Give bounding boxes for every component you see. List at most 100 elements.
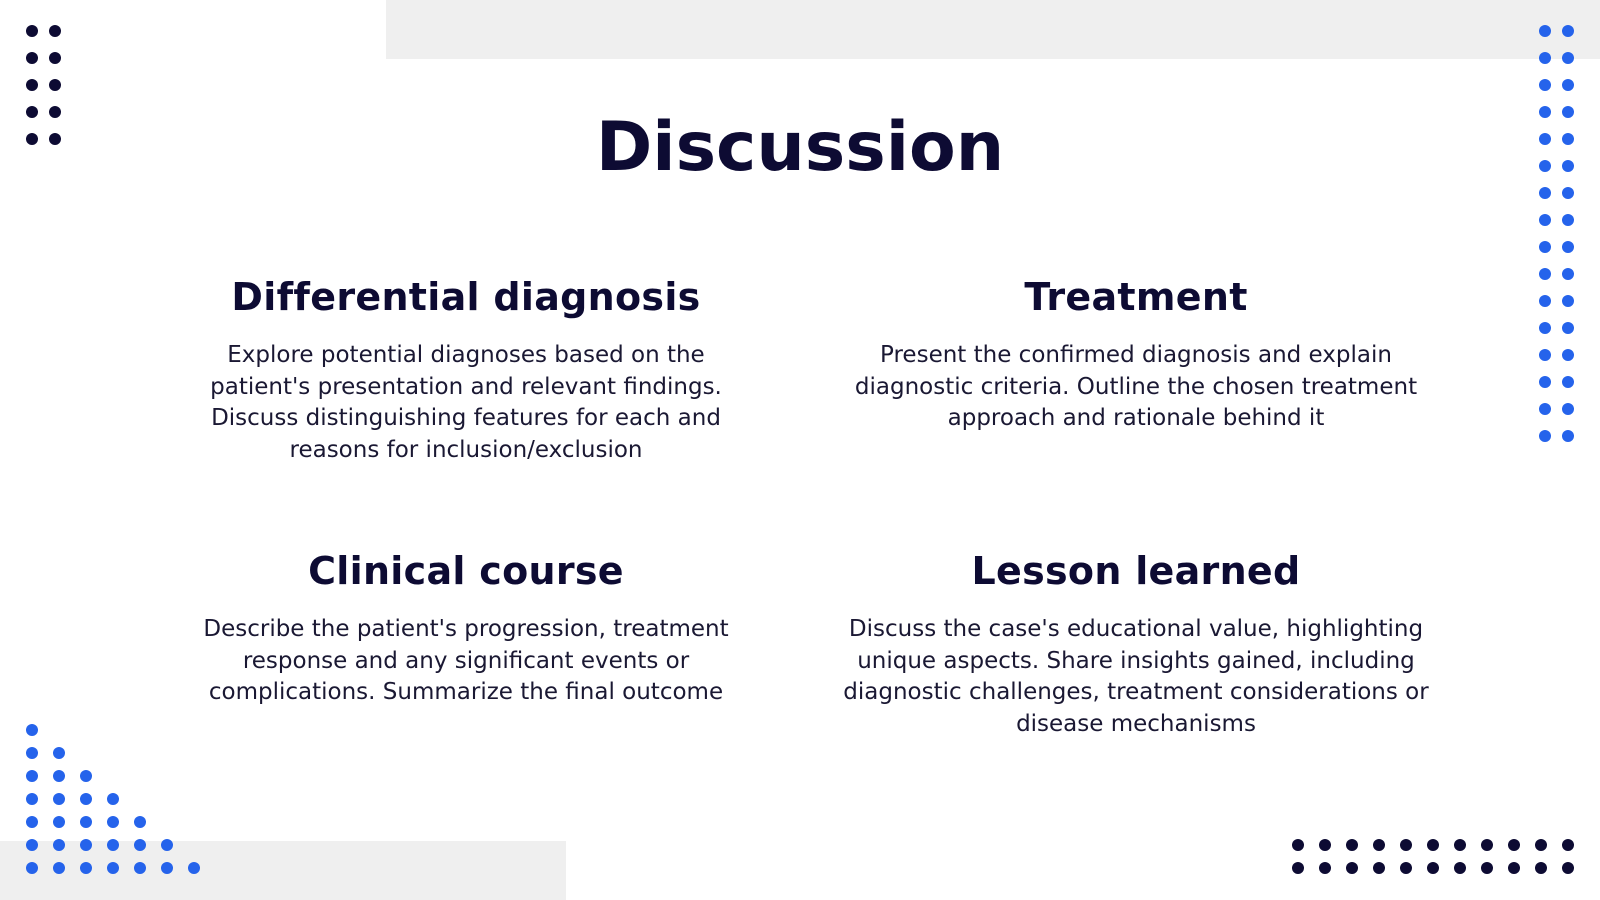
- decorative-dot: [1539, 430, 1551, 442]
- slide-title: Discussion: [595, 108, 1005, 187]
- section-heading: Clinical course: [308, 549, 624, 593]
- section-treatment: Treatment Present the confirmed diagnosi…: [816, 272, 1456, 435]
- decorative-dot: [1319, 862, 1331, 874]
- decorative-dot: [1539, 25, 1551, 37]
- bottom-gray-band: [0, 841, 566, 900]
- decorative-dot: [161, 862, 173, 874]
- section-body: Explore potential diagnoses based on the…: [210, 342, 722, 463]
- decorative-dot: [1562, 214, 1574, 226]
- decorative-dot: [49, 52, 61, 64]
- decorative-dot: [1346, 862, 1358, 874]
- decorative-dot: [49, 106, 61, 118]
- decorative-dot: [1539, 241, 1551, 253]
- decorative-dot: [26, 793, 38, 805]
- decorative-dot: [26, 133, 38, 145]
- section-lesson-learned: Lesson learned Discuss the case's educat…: [816, 546, 1456, 740]
- decorative-dot: [188, 862, 200, 874]
- decorative-dot: [53, 793, 65, 805]
- decorative-dot: [26, 52, 38, 64]
- decorative-dot: [1539, 160, 1551, 172]
- decorative-dot: [26, 770, 38, 782]
- decorative-dot: [1562, 187, 1574, 199]
- decorative-dot: [1539, 376, 1551, 388]
- decorative-dot: [134, 839, 146, 851]
- decorative-dot: [1373, 862, 1385, 874]
- section-body: Present the confirmed diagnosis and expl…: [854, 342, 1418, 431]
- decorative-dot: [1539, 403, 1551, 415]
- decorative-dot: [26, 25, 38, 37]
- decorative-dot: [1373, 839, 1385, 851]
- decorative-dot: [1539, 52, 1551, 64]
- decorative-dot: [1481, 862, 1493, 874]
- section-body: Discuss the case's educational value, hi…: [843, 616, 1429, 737]
- decorative-dot: [1539, 214, 1551, 226]
- decorative-dot: [53, 747, 65, 759]
- decorative-dot: [1562, 322, 1574, 334]
- decorative-dot: [1562, 133, 1574, 145]
- section-heading: Differential diagnosis: [231, 275, 701, 319]
- decorative-dot: [1319, 839, 1331, 851]
- decorative-dot: [1535, 862, 1547, 874]
- section-clinical-course: Clinical course Describe the patient's p…: [146, 546, 786, 709]
- decorative-dot: [1539, 322, 1551, 334]
- decorative-dot: [1562, 268, 1574, 280]
- decorative-dot: [26, 816, 38, 828]
- section-differential-diagnosis: Differential diagnosis Explore potential…: [146, 272, 786, 466]
- decorative-dot: [49, 79, 61, 91]
- decorative-dot: [1508, 839, 1520, 851]
- decorative-dot: [1400, 862, 1412, 874]
- decorative-dot: [1346, 839, 1358, 851]
- decorative-dot: [26, 79, 38, 91]
- decorative-dot: [1427, 839, 1439, 851]
- decorative-dot: [1562, 430, 1574, 442]
- decorative-dot: [1508, 862, 1520, 874]
- section-heading: Lesson learned: [971, 549, 1301, 593]
- decorative-dot: [26, 747, 38, 759]
- decorative-dot: [1400, 839, 1412, 851]
- decorative-dot: [1562, 403, 1574, 415]
- decorative-dot: [107, 816, 119, 828]
- decorative-dot: [53, 839, 65, 851]
- decorative-dot: [1562, 839, 1574, 851]
- decorative-dot: [1539, 349, 1551, 361]
- decorative-dot: [134, 816, 146, 828]
- decorative-dot: [53, 770, 65, 782]
- section-body: Describe the patient's progression, trea…: [203, 616, 729, 705]
- decorative-dot: [1427, 862, 1439, 874]
- decorative-dot: [49, 133, 61, 145]
- decorative-dot: [1562, 241, 1574, 253]
- section-heading: Treatment: [1024, 275, 1248, 319]
- decorative-dot: [49, 25, 61, 37]
- decorative-dot: [1539, 268, 1551, 280]
- decorative-dot: [53, 816, 65, 828]
- decorative-dot: [1562, 52, 1574, 64]
- decorative-dot: [1454, 839, 1466, 851]
- decorative-dot: [1562, 25, 1574, 37]
- decorative-dot: [107, 839, 119, 851]
- decorative-dot: [80, 770, 92, 782]
- decorative-dot: [80, 839, 92, 851]
- decorative-dot: [1562, 862, 1574, 874]
- decorative-dot: [26, 724, 38, 736]
- decorative-dot: [1539, 133, 1551, 145]
- decorative-dot: [161, 839, 173, 851]
- decorative-dot: [26, 106, 38, 118]
- decorative-dot: [80, 793, 92, 805]
- decorative-dot: [1292, 862, 1304, 874]
- decorative-dot: [26, 839, 38, 851]
- decorative-dot: [80, 816, 92, 828]
- decorative-dot: [1562, 160, 1574, 172]
- decorative-dot: [1539, 106, 1551, 118]
- decorative-dot: [26, 862, 38, 874]
- decorative-dot: [134, 862, 146, 874]
- decorative-dot: [53, 862, 65, 874]
- decorative-dot: [1539, 79, 1551, 91]
- decorative-dot: [107, 862, 119, 874]
- decorative-dot: [1454, 862, 1466, 874]
- decorative-dot: [1539, 187, 1551, 199]
- decorative-dot: [1292, 839, 1304, 851]
- decorative-dot: [1562, 376, 1574, 388]
- decorative-dot: [1562, 349, 1574, 361]
- decorative-dot: [1539, 295, 1551, 307]
- top-gray-band: [386, 0, 1600, 59]
